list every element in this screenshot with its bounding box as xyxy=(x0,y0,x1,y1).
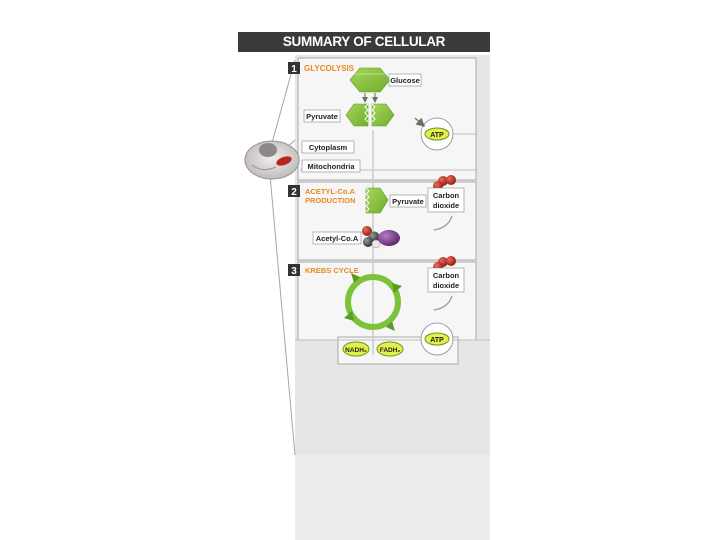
background-panels xyxy=(269,55,490,540)
stage-2-number: 2 xyxy=(291,187,297,198)
cytoplasm-label: Cytoplasm xyxy=(309,143,348,152)
stage-1-number: 1 xyxy=(291,64,297,75)
cell-illustration xyxy=(244,140,300,180)
pyruvate-split-icon xyxy=(345,103,395,127)
stage-3-number: 3 xyxy=(291,266,297,277)
krebs-cycle-icon xyxy=(344,273,402,331)
stage-3-name: KREBS CYCLE xyxy=(305,266,359,275)
fadh-label: FADH₂ xyxy=(380,347,401,354)
stage-2-header: 2 ACETYL-Co.A PRODUCTION xyxy=(288,185,356,205)
acetyl-coa-label: Acetyl-Co.A xyxy=(316,234,359,243)
nadh-label: NADH₂ xyxy=(345,347,367,354)
stage-2-name-line1: ACETYL-Co.A xyxy=(305,187,356,196)
co2-label-1-line2: dioxide xyxy=(433,201,459,210)
atp-label-2: ATP xyxy=(430,337,444,344)
stage-2-name-line2: PRODUCTION xyxy=(305,196,355,205)
stage-1-name: GLYCOLYSIS xyxy=(304,64,355,73)
nadh-icon: NADH₂ xyxy=(342,341,370,357)
stage-1-header: 1 GLYCOLYSIS xyxy=(288,62,355,75)
atp-icon-1: ATP xyxy=(420,117,454,151)
acetyl-coa-molecule-icon xyxy=(362,226,400,249)
carbon-dioxide-icon-2: Carbon dioxide xyxy=(427,256,465,311)
mitochondria-label: Mitochondria xyxy=(307,162,355,171)
stage-3-header: 3 KREBS CYCLE xyxy=(288,264,359,277)
mitochondrion-icon xyxy=(276,156,292,166)
pyruvate-label-1: Pyruvate xyxy=(306,112,338,121)
fadh-icon: FADH₂ xyxy=(376,341,404,357)
glucose-label: Glucose xyxy=(390,76,420,85)
co2-label-2-line2: dioxide xyxy=(433,281,459,290)
pyruvate-stage2-icon xyxy=(365,187,389,214)
co2-label-1-line1: Carbon xyxy=(433,191,460,200)
atp-label-1: ATP xyxy=(430,132,444,139)
atp-icon-2: ATP xyxy=(420,322,454,356)
co2-label-2-line1: Carbon xyxy=(433,271,460,280)
carbon-dioxide-icon-1: Carbon dioxide xyxy=(427,175,465,231)
pyruvate-label-2: Pyruvate xyxy=(392,197,424,206)
